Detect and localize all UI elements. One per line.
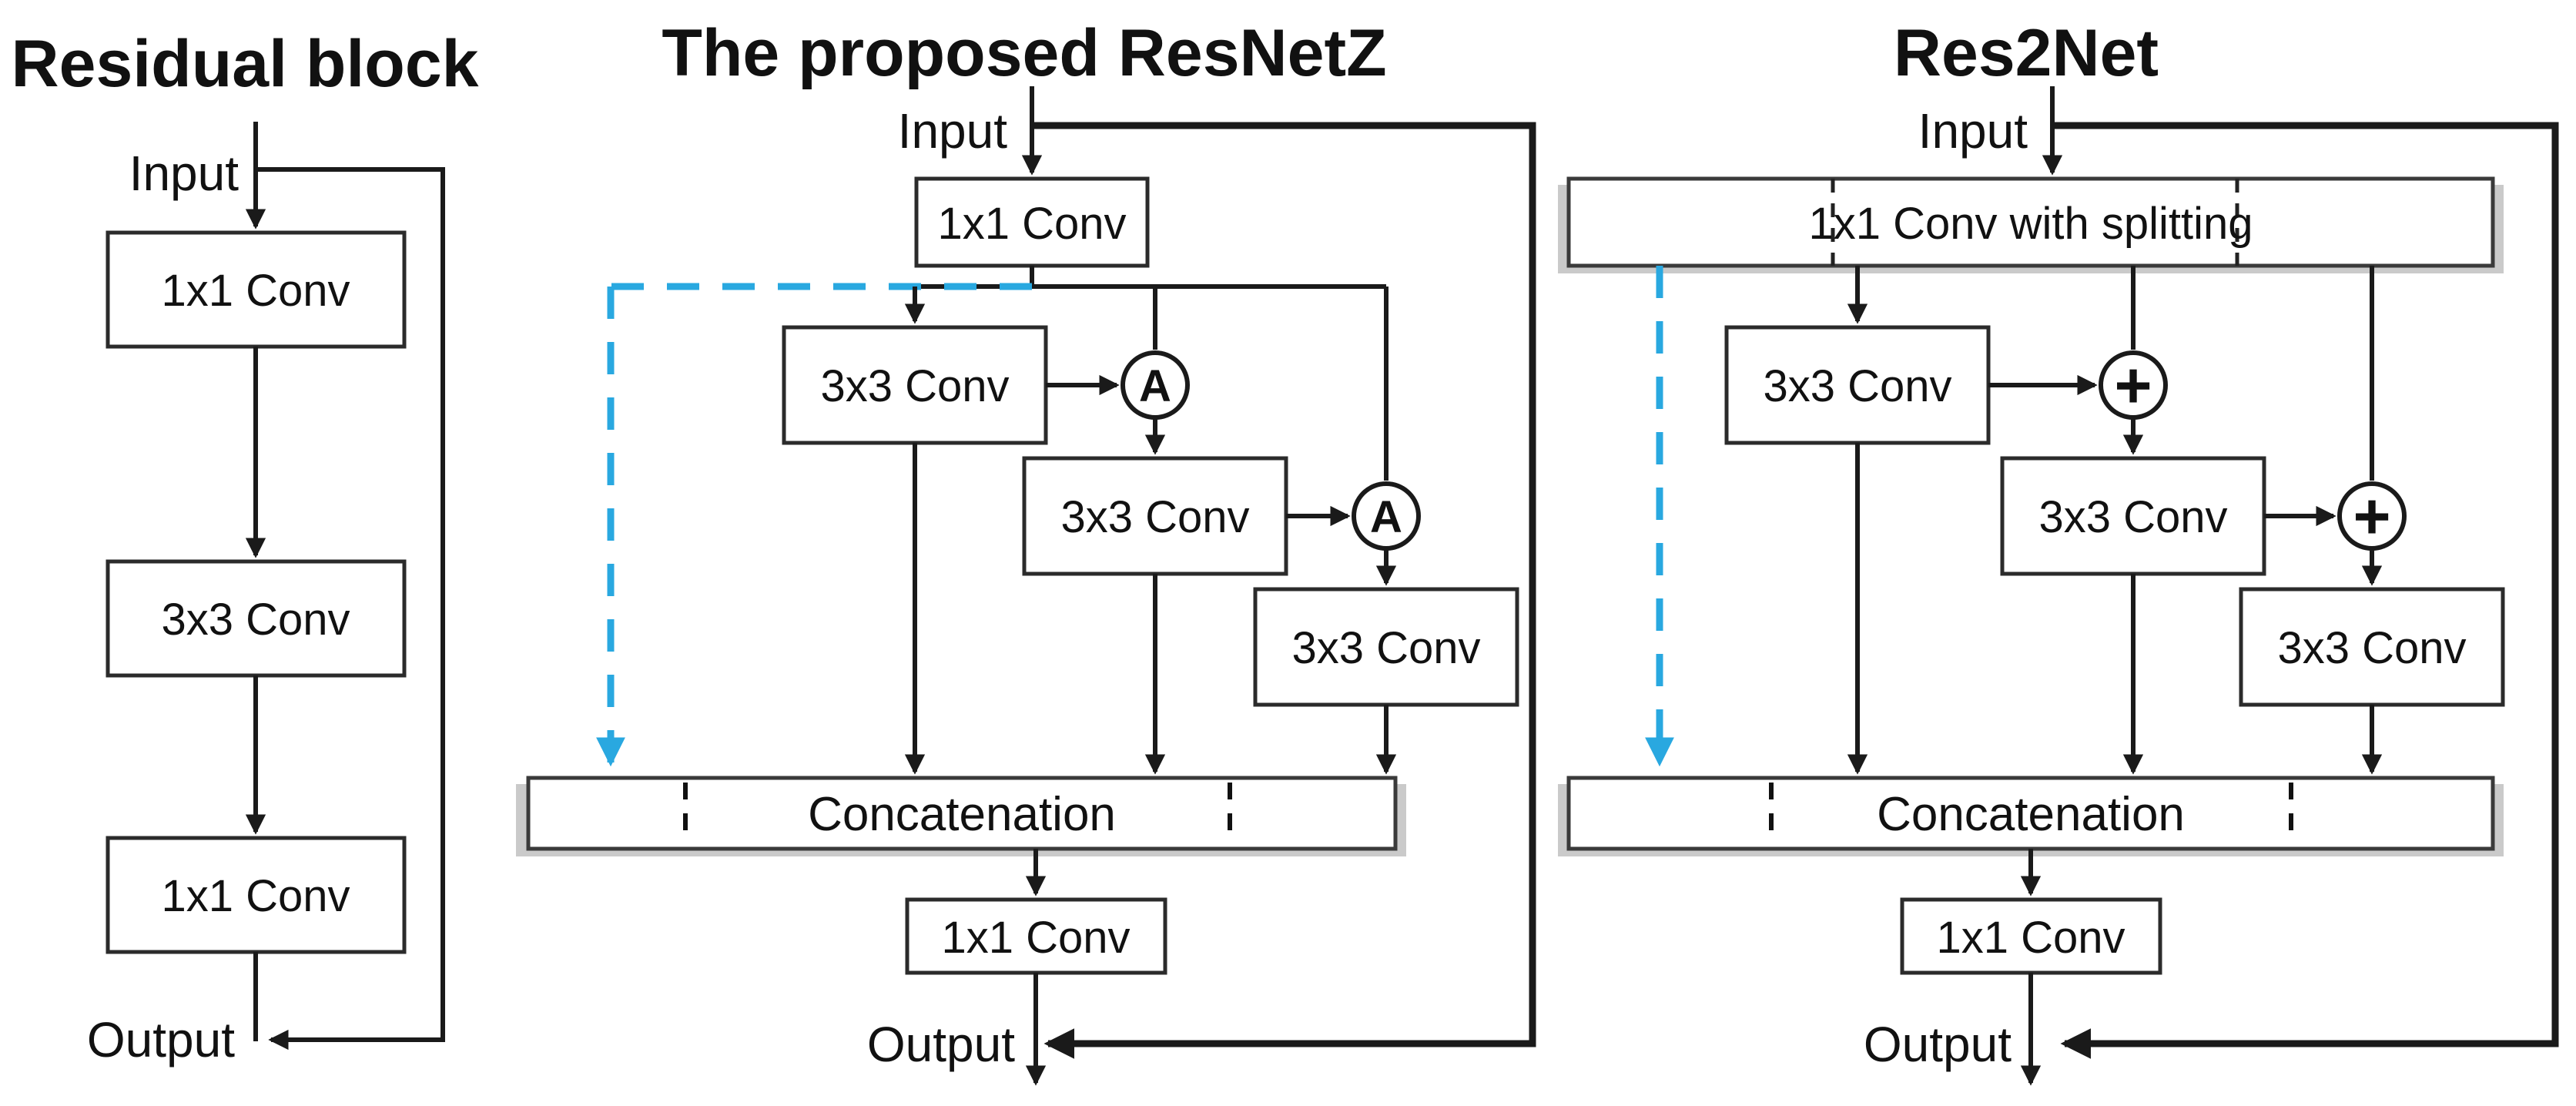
conv-box-label: 1x1 Conv	[161, 871, 350, 921]
conv-box-3x3	[106, 559, 407, 678]
branch1-conv-label: 3x3 Conv	[820, 361, 1009, 411]
skip-connection	[256, 167, 445, 1051]
conv-box-1x1-b	[106, 836, 407, 954]
conv-box-label: 1x1 Conv	[161, 266, 350, 316]
branch3-conv-label: 3x3 Conv	[2277, 623, 2466, 673]
conv-box-1x1-a	[106, 230, 407, 349]
panel-residual-block: Residual block Input 1x1 Conv 3x3 Conv 1…	[12, 27, 479, 1067]
skip-connection	[1032, 122, 1536, 1059]
branch3-conv-label: 3x3 Conv	[1291, 623, 1480, 673]
panel-res2net: Res2Net Input 1x1 Conv with splitting 3x…	[1558, 16, 2559, 1086]
concat-label: Concatenation	[1877, 788, 2185, 841]
exit-conv-box	[1900, 897, 2162, 975]
exit-conv-box	[905, 897, 1167, 975]
skip-connection	[2052, 122, 2559, 1059]
panel-title: Res2Net	[1894, 16, 2159, 90]
aggregation-symbol: A	[1370, 492, 1402, 542]
exit-conv-label: 1x1 Conv	[1936, 913, 2125, 963]
panel-title: The proposed ResNetZ	[662, 16, 1386, 90]
output-label: Output	[867, 1017, 1015, 1072]
input-label: Input	[1918, 103, 2028, 159]
concat-bar	[526, 776, 1398, 851]
input-label: Input	[129, 146, 240, 201]
entry-split-label: 1x1 Conv with splitting	[1808, 199, 2253, 249]
branch2-conv-label: 3x3 Conv	[2038, 492, 2227, 542]
output-label: Output	[1864, 1017, 2012, 1072]
branch1-conv-label: 3x3 Conv	[1763, 361, 1951, 411]
input-label: Input	[898, 103, 1008, 159]
branch2-conv-label: 3x3 Conv	[1060, 492, 1249, 542]
exit-conv-label: 1x1 Conv	[941, 913, 1130, 963]
output-label: Output	[87, 1012, 235, 1067]
concat-bar	[1566, 776, 2495, 851]
sum-symbol: +	[2353, 480, 2390, 552]
branch3-conv-box	[1253, 587, 1519, 707]
entry-conv-label: 1x1 Conv	[937, 199, 1126, 249]
branch3-conv-box	[2239, 587, 2505, 707]
entry-split-box	[1566, 176, 2495, 268]
concat-label: Concatenation	[808, 788, 1116, 841]
panel-title: Residual block	[12, 27, 479, 101]
sum-symbol: +	[2114, 349, 2152, 421]
aggregation-symbol: A	[1139, 361, 1171, 411]
panel-resnetz: The proposed ResNetZ Input 1x1 Conv 3x3 …	[516, 16, 1536, 1086]
conv-box-label: 3x3 Conv	[161, 595, 350, 645]
